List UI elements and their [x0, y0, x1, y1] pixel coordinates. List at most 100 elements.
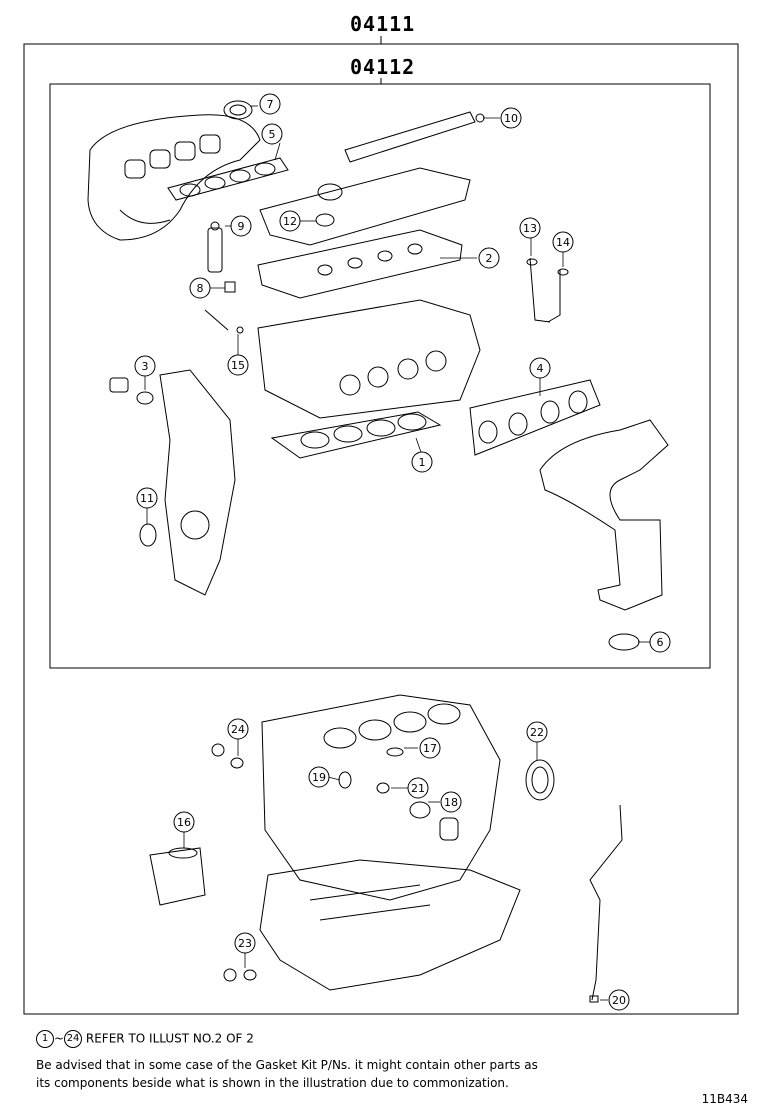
head-cover-gasket-drawing — [257, 229, 463, 299]
callout-22: 22 — [526, 721, 548, 743]
callout-9: 9 — [230, 215, 252, 237]
callout-circle — [519, 217, 541, 239]
callout-5: 5 — [261, 123, 283, 145]
callout-circle — [608, 989, 630, 1011]
callout-1: 1 — [411, 451, 433, 473]
callout-23: 23 — [234, 932, 256, 954]
callout-circle — [529, 357, 551, 379]
reference-note: 1~24 REFER TO ILLUST NO.2 OF 2 — [36, 1030, 254, 1048]
callout-number: 7 — [267, 98, 274, 111]
range-end-marker: 24 — [64, 1030, 83, 1048]
callout-17: 17 — [419, 737, 441, 759]
range-separator: ~ — [54, 1031, 65, 1046]
callout-number: 17 — [423, 742, 437, 755]
callout-number: 10 — [504, 112, 518, 125]
callout-number: 8 — [197, 282, 204, 295]
reference-text: REFER TO ILLUST NO.2 OF 2 — [85, 1031, 254, 1046]
callout-circle — [308, 766, 330, 788]
callout-2: 2 — [478, 247, 500, 269]
callout-16: 16 — [173, 811, 195, 833]
cylinder-head-cover-drawing — [259, 167, 471, 246]
timing-chain-cover-drawing — [159, 369, 236, 596]
callout-7: 7 — [259, 93, 281, 115]
callout-number: 1 — [419, 456, 426, 469]
callout-circle — [526, 721, 548, 743]
callout-number: 2 — [486, 252, 493, 265]
camshaft-drawing — [344, 111, 476, 163]
callout-number: 3 — [142, 360, 149, 373]
callout-number: 4 — [537, 362, 544, 375]
outer-kit-frame — [23, 43, 739, 1015]
callout-19: 19 — [308, 766, 330, 788]
callout-circle — [230, 215, 252, 237]
advisory-line-1: Be advised that in some case of the Gask… — [36, 1058, 538, 1072]
callout-circle — [552, 231, 574, 253]
callout-circle — [259, 93, 281, 115]
intake-manifold-drawing — [87, 114, 261, 241]
exhaust-gasket-drawing — [469, 379, 601, 456]
oil-level-gauge-drawing — [589, 804, 623, 1001]
rear-oil-seal-drawing — [525, 759, 555, 801]
callout-number: 12 — [283, 215, 297, 228]
callout-4: 4 — [529, 357, 551, 379]
callout-circle — [234, 932, 256, 954]
advisory-line-2: its components beside what is shown in t… — [36, 1076, 509, 1090]
callout-circle — [227, 354, 249, 376]
inner-kit-frame — [49, 83, 711, 669]
callout-number: 21 — [411, 782, 425, 795]
callout-15: 15 — [227, 354, 249, 376]
callout-number: 19 — [312, 771, 326, 784]
callout-11: 11 — [136, 487, 158, 509]
callout-number: 24 — [231, 723, 245, 736]
callout-13: 13 — [519, 217, 541, 239]
throttle-gasket-drawing — [223, 100, 253, 120]
callout-circle — [189, 277, 211, 299]
callout-circle — [419, 737, 441, 759]
cylinder-head-gasket-drawing — [270, 411, 442, 459]
callout-circle — [478, 247, 500, 269]
callout-number: 14 — [556, 236, 570, 249]
callout-10: 10 — [500, 107, 522, 129]
callout-number: 13 — [523, 222, 537, 235]
callout-circle — [134, 355, 156, 377]
callout-number: 11 — [140, 492, 154, 505]
callout-circle — [500, 107, 522, 129]
inner-kit-label: 04112 — [350, 55, 416, 79]
callout-number: 15 — [231, 359, 245, 372]
callout-circle — [440, 791, 462, 813]
callout-20: 20 — [608, 989, 630, 1011]
outer-kit-label: 04111 — [350, 12, 416, 36]
callout-6: 6 — [649, 631, 671, 653]
callout-circle — [411, 451, 433, 473]
callout-number: 23 — [238, 937, 252, 950]
callout-number: 18 — [444, 796, 458, 809]
callout-8: 8 — [189, 277, 211, 299]
cylinder-block-drawing — [261, 694, 501, 901]
callout-18: 18 — [440, 791, 462, 813]
callout-circle — [649, 631, 671, 653]
callout-number: 9 — [238, 220, 245, 233]
callout-21: 21 — [407, 777, 429, 799]
callout-number: 5 — [269, 128, 276, 141]
callout-circle — [279, 210, 301, 232]
callout-14: 14 — [552, 231, 574, 253]
callout-number: 20 — [612, 994, 626, 1007]
crankshaft-seal-drawing — [139, 523, 157, 547]
callout-circle — [261, 123, 283, 145]
callout-circle — [407, 777, 429, 799]
callout-circle — [227, 718, 249, 740]
callout-24: 24 — [227, 718, 249, 740]
callout-3: 3 — [134, 355, 156, 377]
figure-id: 11B434 — [701, 1092, 748, 1106]
exhaust-ring-gasket-drawing — [608, 633, 640, 651]
oil-pump-drawing — [149, 847, 206, 906]
callout-number: 6 — [657, 636, 664, 649]
callout-12: 12 — [279, 210, 301, 232]
intake-gasket-drawing — [167, 157, 289, 201]
exhaust-manifold-drawing — [539, 419, 669, 611]
cylinder-head-drawing — [257, 299, 481, 419]
callout-circle — [173, 811, 195, 833]
callout-circle — [136, 487, 158, 509]
callout-number: 22 — [530, 726, 544, 739]
callout-number: 16 — [177, 816, 191, 829]
